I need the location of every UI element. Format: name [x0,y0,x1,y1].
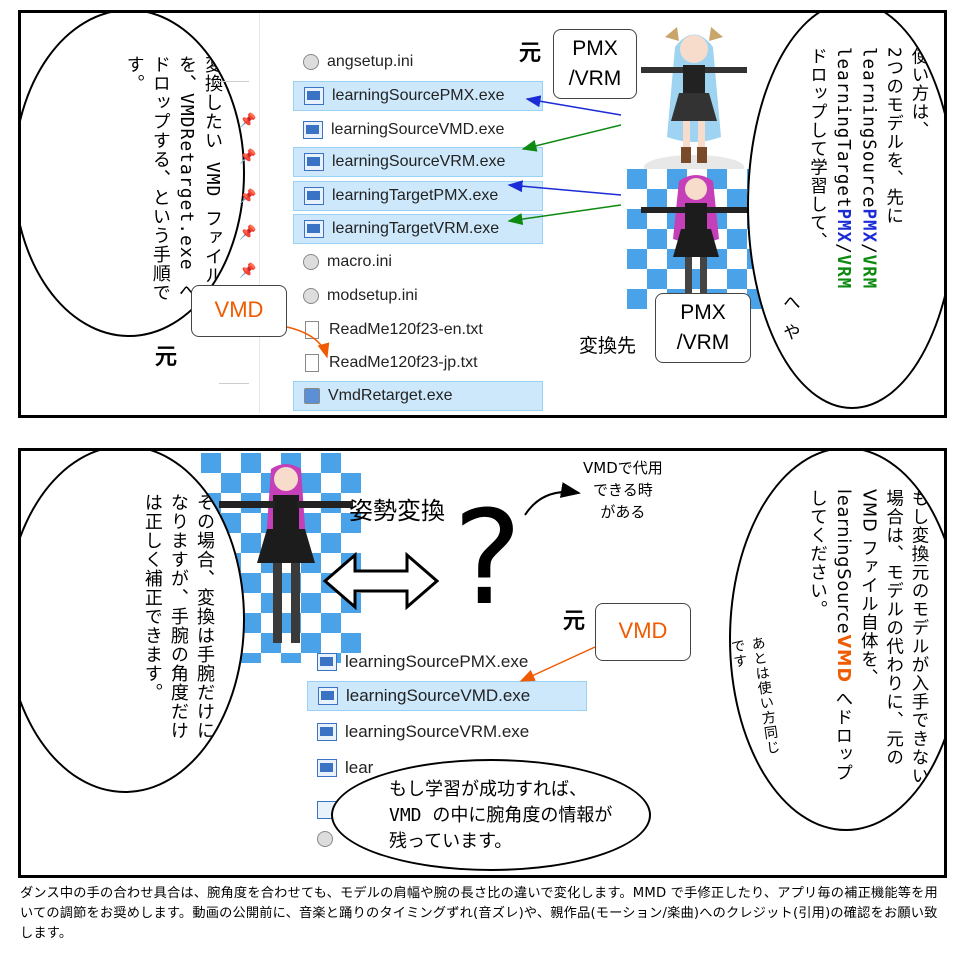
file-name: learningSourceVRM.exe [345,722,530,741]
pmx-vrm-source-box: PMX /VRM [553,29,637,99]
file-name: learningTargetVRM.exe [332,220,500,237]
file-row[interactable]: learningSourceVMD.exe [293,115,533,145]
double-arrow-icon [322,551,440,611]
label-target: 変換先 [579,335,637,357]
pose-convert-label: 姿勢変換 [349,497,445,525]
pmx-vrm-target-box: PMX /VRM [655,293,751,363]
exe-file-icon [318,687,338,705]
nav-separator [219,81,249,82]
arrow-vmd [286,326,330,359]
arrow-vmd [519,646,596,682]
pin-icon[interactable]: 📌 [239,113,257,129]
settings-file-icon [303,254,319,270]
file-row[interactable]: learningTargetPMX.exe [293,181,543,211]
file-row[interactable]: VmdRetarget.exe [293,381,543,411]
file-row[interactable]: modsetup.ini [293,281,533,311]
file-name: learningSourcePMX.exe [332,87,505,104]
file-name: VmdRetarget.exe [328,387,453,404]
arrow-source-pmx [525,95,622,116]
speech-bubble-right: 使い方は、 2つのモデルを、先に learningSourcePMX/VRM l… [747,13,944,409]
label-source: 元 [563,609,586,634]
file-row[interactable]: learningSourcePMX.exe [307,647,577,677]
label-source-left: 元 [155,345,178,370]
file-name: angsetup.ini [327,53,414,70]
nav-separator [219,383,249,384]
arrows-layer [286,95,622,359]
file-row[interactable]: learningSourcePMX.exe [293,81,543,111]
file-row[interactable]: ReadMe120f23-jp.txt [293,348,533,378]
file-row[interactable]: learningTargetVRM.exe [293,214,543,244]
pin-icon[interactable]: 📌 [239,189,257,205]
pin-icon[interactable]: 📌 [239,263,257,279]
comic-panel-2: その場合、変換は手腕だけになりますが、手腕の角度だけは正しく補正できます。 姿勢… [18,448,947,878]
label-source: 元 [519,41,542,66]
aside-note: VMDで代用 できる時 がある [583,459,663,521]
file-name: learningTargetPMX.exe [332,187,499,204]
bubble-text-tail: へ や [780,293,801,342]
vmd-box: VMD [191,285,287,337]
file-row[interactable]: lear [307,753,577,783]
bubble-text: もし学習が成功すれば、 VMD の中に腕角度の情報が 残っています。 [389,779,613,852]
partial-icon [317,831,333,847]
explorer-nav-divider [259,13,260,413]
text-file-icon [305,354,319,372]
settings-file-icon [303,54,319,70]
exe-file-icon [317,759,337,777]
speech-bubble-left: その場合、変換は手腕だけになりますが、手腕の角度だけは正しく補正できます。 [21,451,245,793]
arrow-target-vrm [507,204,622,226]
file-row[interactable]: learningSourceVMD.exe [307,681,587,711]
bubble-text: 変換したい VMD ファイルを、VMDRetarget.exe へドロップする、… [123,55,223,302]
file-name: modsetup.ini [327,287,418,304]
aside-arrow [524,482,581,516]
arrow-source-vrm [521,124,622,152]
settings-file-icon [303,288,319,304]
exe-file-icon [317,723,337,741]
comic-panel-1: 変換したい VMD ファイルを、VMDRetarget.exe へドロップする、… [18,10,947,418]
file-name: learningSourceVMD.exe [331,121,505,138]
file-row[interactable]: learningSourceVRM.exe [307,717,577,747]
character-target-model [641,175,751,297]
app-icon [304,388,320,404]
exe-file-icon [304,220,324,238]
exe-file-icon [317,653,337,671]
arrows-layer [519,646,596,682]
file-row[interactable]: learningSourceVRM.exe [293,147,543,177]
file-name: ReadMe120f23-en.txt [329,321,483,338]
pin-icon[interactable]: 📌 [239,225,257,241]
bubble-text: その場合、変換は手腕だけになりますが、手腕の角度だけは正しく補正できます。 [141,493,215,740]
character-source-model [641,27,747,179]
character-pose-model [219,464,353,643]
file-row[interactable]: macro.ini [293,247,533,277]
file-name: lear [345,758,374,777]
exe-file-icon [304,187,324,205]
speech-bubble-right: もし変換元のモデルが入手できない場合は、モデルの代わりに、元の VMD ファイル… [729,451,944,831]
caption-text: ダンス中の手の合わせ具合は、腕角度を合わせても、モデルの肩幅や腕の長さ比の違いで… [20,886,938,941]
exe-file-icon [304,153,324,171]
exe-file-icon [304,87,324,105]
file-name: learningSourceVMD.exe [346,686,531,705]
bubble-text: もし変換元のモデルが入手できない場合は、モデルの代わりに、元の VMD ファイル… [807,489,930,785]
vmd-box: VMD [595,603,691,661]
file-name: learningSourcePMX.exe [345,652,529,671]
arrow-target-pmx [507,180,622,196]
bubble-text: 使い方は、 2つのモデルを、先に learningSourcePMX/VRM l… [807,47,930,290]
exe-file-icon [303,121,323,139]
pin-icon[interactable]: 📌 [239,149,257,165]
question-mark: ? [453,482,522,634]
file-name: macro.ini [327,253,392,270]
speech-bubble-left: 変換したい VMD ファイルを、VMDRetarget.exe へドロップする、… [21,13,245,337]
file-name: ReadMe120f23-jp.txt [329,354,478,371]
speech-bubble-bottom: もし学習が成功すれば、 VMD の中に腕角度の情報が 残っています。 [331,759,651,871]
file-row[interactable]: angsetup.ini [293,47,533,77]
file-name: learningSourceVRM.exe [332,153,506,170]
